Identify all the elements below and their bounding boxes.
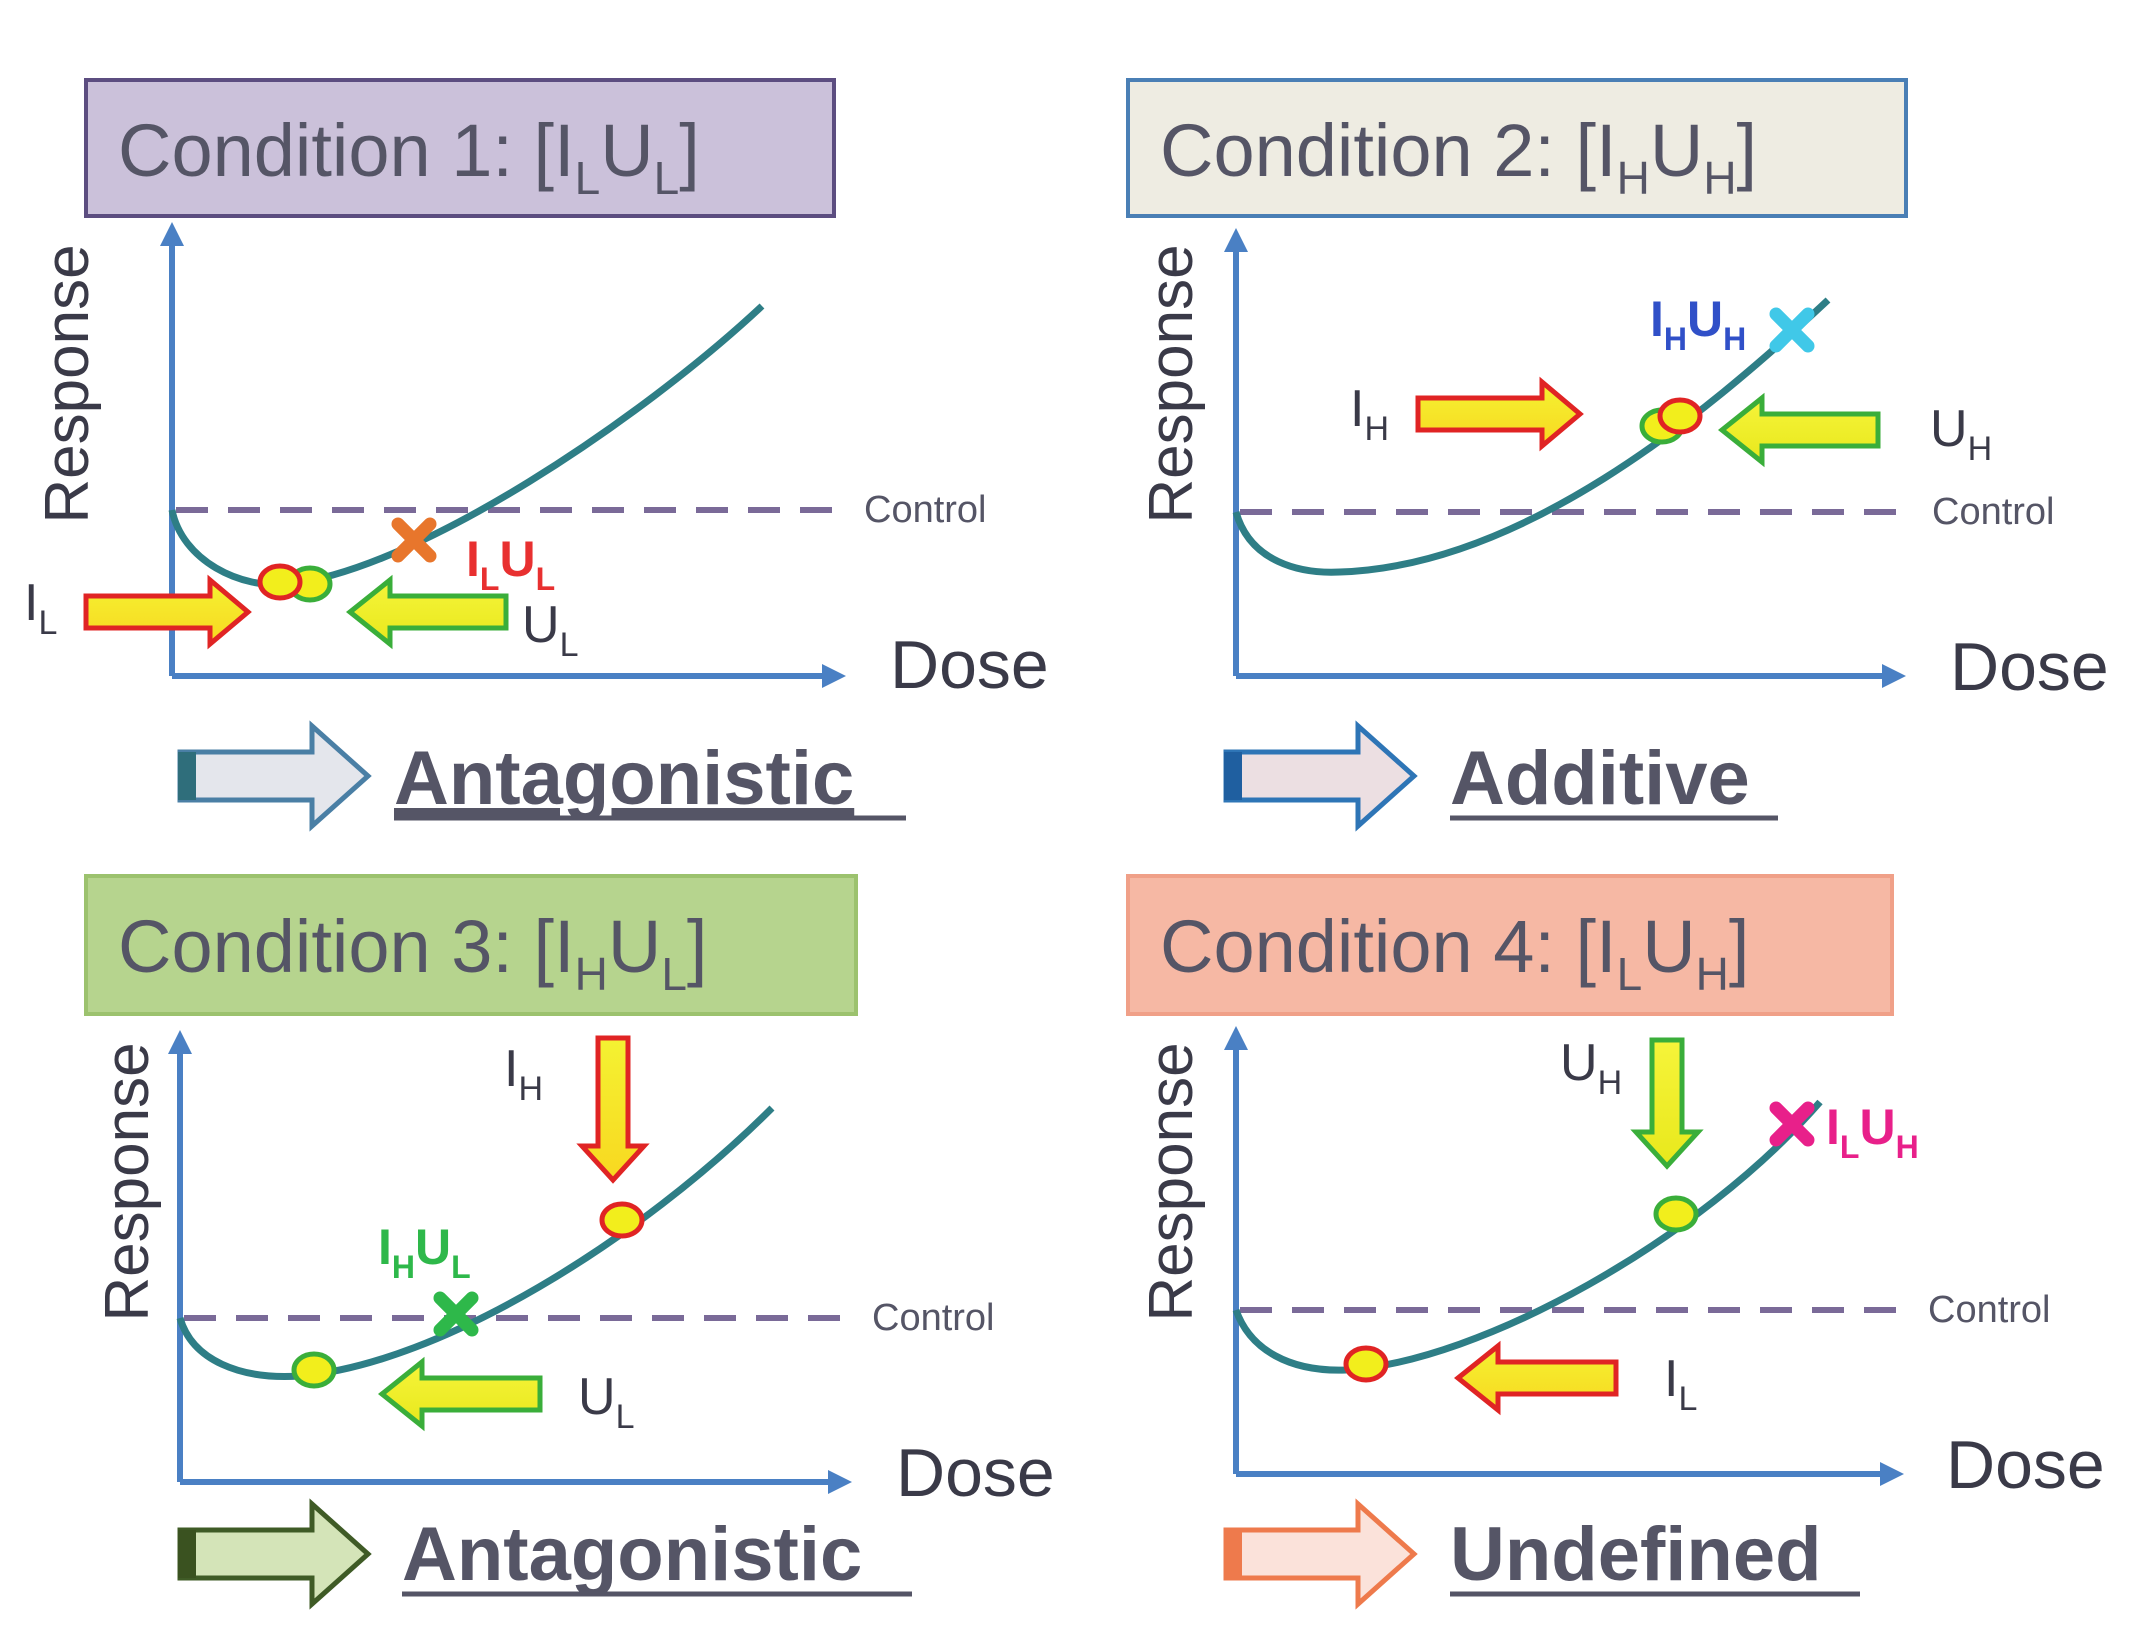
arrow-ih-2 [1415, 376, 1584, 452]
x-axis-label-4: Dose [1946, 1427, 2105, 1503]
title-box-2 [1126, 78, 1908, 218]
arrow-uh-label-2: UH [1930, 400, 1992, 468]
dot-il-4 [1343, 1345, 1389, 1383]
x-axis-arrowhead-1 [822, 664, 846, 688]
arrow-ih-3 [576, 1035, 650, 1184]
arrow-il-1 [83, 574, 252, 650]
y-axis-label-3: Response [93, 1042, 162, 1321]
result-arrow-cap-3 [178, 1530, 196, 1578]
panel-condition-1: Condition 1: [ILUL] Response Dose Contro… [24, 78, 1049, 832]
dose-response-curve-2 [1232, 297, 1831, 576]
arrow-ul-1 [345, 574, 509, 650]
control-label-2: Control [1932, 491, 2055, 533]
combination-label-1: ILUL [466, 531, 555, 597]
result-arrow-3 [177, 1498, 372, 1610]
dot-ih-2 [1657, 397, 1703, 435]
arrow-ih-label-3: IH [504, 1040, 543, 1108]
y-axis-label-1: Response [33, 244, 102, 523]
arrow-il-label-1: IL [24, 574, 57, 642]
dose-response-curve-4 [1232, 1099, 1823, 1374]
result-label-2: Additive [1450, 736, 1750, 821]
result-arrow-4 [1223, 1498, 1418, 1610]
control-label-4: Control [1928, 1289, 2051, 1331]
y-axis-arrowhead-4 [1224, 1026, 1248, 1050]
dot-ih-3 [599, 1201, 645, 1239]
arrow-il-label-4: IL [1664, 1350, 1697, 1418]
control-label-1: Control [864, 489, 987, 531]
panel-condition-2: Condition 2: [IHUH] Response Dose Contro… [1126, 78, 2109, 832]
combination-mark-2 [1769, 307, 1815, 353]
arrow-il-4 [1453, 1340, 1619, 1416]
result-label-1: Antagonistic [394, 736, 854, 821]
result-arrow-cap-4 [1224, 1530, 1242, 1578]
result-arrow-cap-2 [1224, 752, 1242, 800]
y-axis-arrowhead-1 [160, 222, 184, 246]
result-label-4: Undefined [1450, 1512, 1822, 1597]
y-axis-label-2: Response [1137, 244, 1206, 523]
y-axis-arrowhead-2 [1224, 228, 1248, 252]
dot-il-1 [257, 563, 303, 601]
combination-mark-1 [391, 517, 437, 563]
x-axis-arrowhead-2 [1882, 664, 1906, 688]
combination-label-2: IHUH [1650, 291, 1746, 357]
panel-title-1: Condition 1: [ILUL] [118, 109, 700, 204]
dot-uh-4 [1653, 1195, 1699, 1233]
result-indicator-2: Additive [1223, 720, 1778, 832]
x-axis-arrowhead-4 [1880, 1462, 1904, 1486]
x-axis-arrowhead-3 [828, 1470, 852, 1494]
panel-title-3: Condition 3: [IHUL] [118, 905, 707, 1000]
combination-mark-4 [1769, 1101, 1815, 1147]
arrow-uh-4 [1630, 1037, 1704, 1170]
dot-ul-3 [291, 1351, 337, 1389]
arrow-ul-3 [377, 1356, 543, 1432]
title-box-1 [84, 78, 836, 218]
result-indicator-4: Undefined [1223, 1498, 1860, 1610]
result-arrow-2 [1223, 720, 1418, 832]
dose-response-curve-1 [168, 303, 765, 589]
arrow-uh-2 [1717, 392, 1881, 468]
combination-label-3: IHUL [378, 1219, 471, 1285]
title-box-4 [1126, 874, 1894, 1016]
panel-title-4: Condition 4: [ILUH] [1160, 905, 1749, 1000]
combination-label-4: ILUH [1826, 1099, 1919, 1165]
result-arrow-cap-1 [178, 752, 196, 800]
y-axis-label-4: Response [1137, 1042, 1206, 1321]
dose-response-curve-3 [176, 1105, 775, 1380]
result-arrow-1 [177, 720, 372, 832]
arrow-uh-label-4: UH [1560, 1034, 1622, 1102]
y-axis-arrowhead-3 [168, 1030, 192, 1054]
x-axis-label-3: Dose [896, 1435, 1055, 1511]
arrow-ul-label-1: UL [522, 596, 578, 664]
control-label-3: Control [872, 1297, 995, 1339]
result-indicator-3: Antagonistic [177, 1498, 912, 1610]
x-axis-label-2: Dose [1950, 629, 2109, 705]
title-box-3 [84, 874, 858, 1016]
x-axis-label-1: Dose [890, 627, 1049, 703]
arrow-ih-label-2: IH [1350, 380, 1389, 448]
panel-title-2: Condition 2: [IHUH] [1160, 109, 1757, 204]
arrow-ul-label-3: UL [578, 1368, 634, 1436]
combination-mark-3 [433, 1291, 479, 1337]
result-label-3: Antagonistic [402, 1512, 862, 1597]
panel-condition-3: Condition 3: [IHUL] Response Dose Contro… [84, 874, 1055, 1610]
result-indicator-1: Antagonistic [177, 720, 906, 832]
panel-condition-4: Condition 4: [ILUH] Response Dose Contro… [1126, 874, 2105, 1610]
